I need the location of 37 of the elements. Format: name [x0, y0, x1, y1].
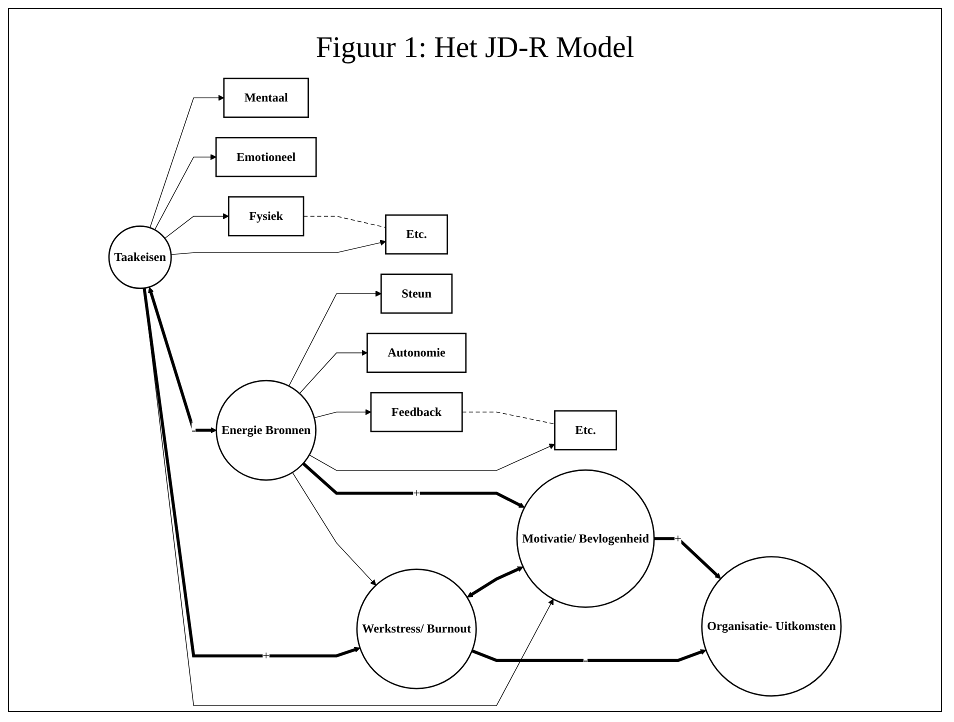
edge-label: +	[674, 532, 682, 546]
node-box: Etc.	[385, 214, 448, 255]
node-circle: Motivatie/ Bevlogenheid	[516, 469, 655, 608]
node-circle: Werkstress/ Burnout	[356, 568, 477, 690]
arrow	[467, 566, 524, 598]
arrow	[299, 350, 368, 394]
edge-label: -	[192, 423, 196, 437]
arrow	[288, 290, 382, 386]
node-box: Mentaal	[223, 78, 309, 118]
arrow	[148, 286, 217, 434]
arrow	[292, 472, 376, 586]
diagram-title: Figuur 1: Het JD-R Model	[316, 31, 634, 65]
arrow	[314, 409, 372, 418]
arrow	[302, 462, 525, 508]
edge-label: +	[413, 486, 420, 500]
arrow	[142, 288, 360, 658]
arrow	[170, 240, 386, 255]
node-box: Feedback	[370, 392, 463, 432]
edge-label: -	[584, 653, 588, 667]
connector	[303, 216, 386, 228]
node-circle: Taakeisen	[108, 225, 172, 290]
arrow	[471, 649, 706, 662]
arrow	[150, 94, 224, 228]
node-box: Autonomie	[366, 332, 467, 373]
edge-label: +	[262, 648, 270, 662]
node-box: Etc.	[554, 410, 618, 450]
arrow	[154, 154, 216, 230]
arrow	[164, 213, 229, 239]
connector	[462, 412, 556, 424]
node-box: Emotioneel	[215, 136, 317, 178]
node-box: Steun	[380, 274, 453, 314]
node-circle: Energie Bronnen	[216, 380, 317, 481]
arrow	[308, 444, 556, 471]
arrow	[143, 288, 554, 706]
arrow	[654, 537, 721, 579]
node-box: Fysiek	[228, 196, 304, 236]
node-circle: Organisatie- Uitkomsten	[701, 556, 842, 697]
